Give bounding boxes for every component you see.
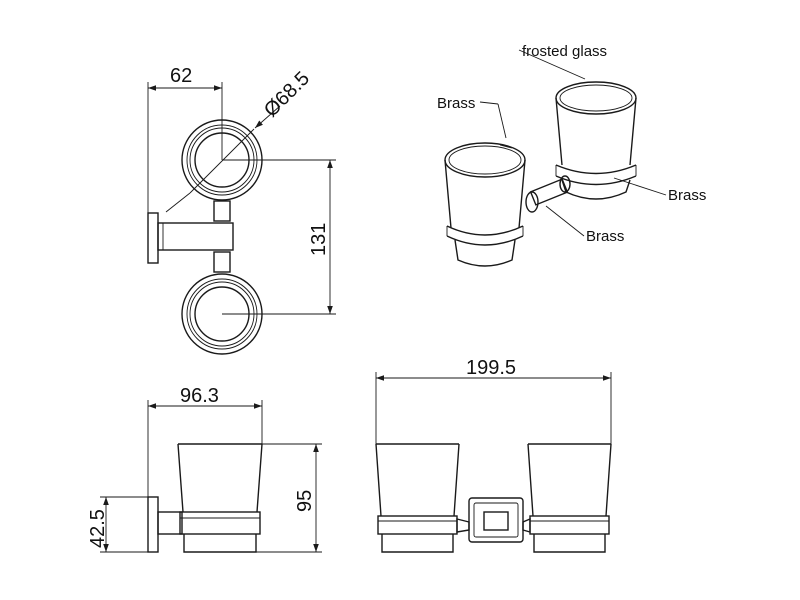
dim-diameter: Ø68.5 bbox=[260, 67, 314, 121]
dim-side-height: 95 bbox=[294, 490, 316, 512]
callout-brass-right: Brass bbox=[668, 187, 706, 204]
rear-cup-3d bbox=[555, 81, 637, 200]
dim-top-width: 62 bbox=[170, 65, 192, 87]
top-view: 62 Ø68.5 131 bbox=[147, 65, 336, 355]
dim-total-width: 199.5 bbox=[466, 357, 516, 379]
front-view: 199.5 bbox=[375, 357, 612, 553]
dim-backplate-height: 42.5 bbox=[87, 509, 109, 548]
wall-bracket-plan bbox=[147, 200, 234, 273]
brass-connector-3d bbox=[499, 144, 571, 213]
callout-brass-top: Brass bbox=[437, 95, 475, 112]
front-cup-3d bbox=[444, 142, 526, 267]
side-view: 96.3 95 42.5 bbox=[87, 385, 322, 553]
dim-side-width: 96.3 bbox=[180, 385, 219, 407]
dim-vertical-spacing: 131 bbox=[308, 223, 330, 256]
callout-frosted-glass: frosted glass bbox=[522, 43, 607, 60]
perspective-view: frosted glass Brass Brass Brass bbox=[437, 43, 706, 267]
callout-brass-bottom: Brass bbox=[586, 228, 624, 245]
